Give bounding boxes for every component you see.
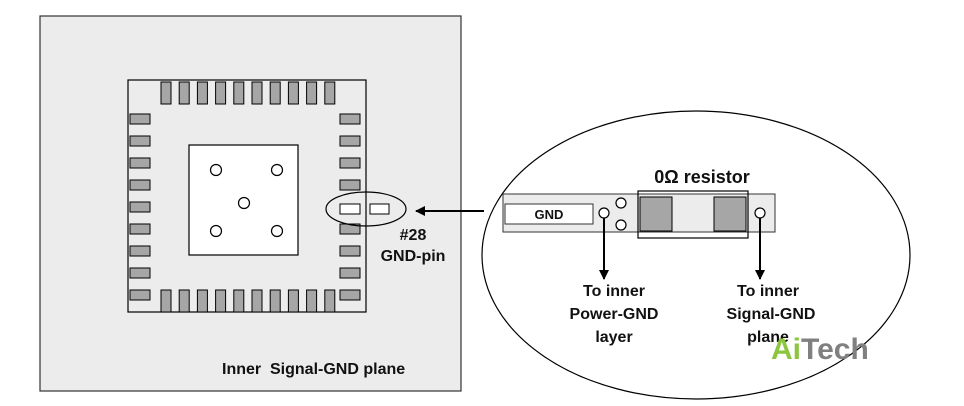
- chip-pin: [160, 289, 172, 313]
- chip-pin: [251, 289, 263, 313]
- chip-pin: [339, 179, 361, 191]
- pin-number-label: #28: [400, 227, 427, 244]
- resistor-pad-left: [639, 196, 673, 232]
- pin-name-label: GND-pin: [381, 248, 446, 265]
- chip-pin: [287, 81, 299, 105]
- plane-label: Inner Signal-GND plane: [222, 361, 405, 378]
- chip-pin: [339, 113, 361, 125]
- chip-pin: [251, 81, 263, 105]
- chip-pin: [129, 245, 151, 257]
- power-gnd-dest-line-1: To inner: [583, 283, 645, 300]
- power-gnd-dest-line-3: layer: [595, 329, 632, 346]
- chip-pin: [287, 289, 299, 313]
- gnd-label: GND: [535, 207, 564, 222]
- signal-gnd-dest-line-1: To inner: [737, 283, 799, 300]
- pad-via: [209, 224, 223, 238]
- chip-pin: [269, 81, 281, 105]
- chip-pin: [339, 157, 361, 169]
- chip-package-outline: [127, 79, 367, 313]
- chip-pin: [324, 81, 336, 105]
- chip-pin: [339, 203, 361, 215]
- chip-pin: [233, 289, 245, 313]
- via-signal-gnd: [754, 207, 766, 219]
- chip-pin: [339, 245, 361, 257]
- watermark-tech: Tech: [801, 333, 869, 366]
- pad-via: [270, 224, 284, 238]
- chip-pin: [129, 179, 151, 191]
- chip-pin: [269, 289, 281, 313]
- chip-pin: [306, 81, 318, 105]
- chip-pin: [129, 157, 151, 169]
- chip-pin: [129, 289, 151, 301]
- chip-pin: [339, 223, 361, 235]
- chip-pin: [324, 289, 336, 313]
- resistor-label: 0Ω resistor: [654, 167, 749, 187]
- signal-gnd-dest-line-2: Signal-GND: [727, 306, 816, 323]
- chip-pins-bottom: [160, 289, 336, 313]
- gnd-pin-highlight-ellipse: [325, 191, 407, 227]
- chip-pin: [215, 289, 227, 313]
- chip-pin: [129, 223, 151, 235]
- chip-pin: [129, 267, 151, 279]
- watermark-ai: Ai: [771, 333, 801, 366]
- chip-pin: [129, 113, 151, 125]
- chip-pin: [339, 267, 361, 279]
- resistor-pad-right: [713, 196, 747, 232]
- chip-pin: [339, 135, 361, 147]
- gnd-label-box: [504, 203, 594, 225]
- chip-pin: [233, 81, 245, 105]
- chip-pin: [215, 81, 227, 105]
- chip-pin: [196, 289, 208, 313]
- chip-pins-top: [160, 81, 336, 105]
- via-strip-upper: [615, 197, 627, 209]
- signal-gnd-dest-line-3: plane: [747, 329, 789, 346]
- pad-via: [270, 163, 284, 177]
- chip-pin: [129, 201, 151, 213]
- detail-zoom-ellipse: [481, 110, 911, 400]
- gnd-pin-28-rect: [369, 203, 390, 215]
- chip-pin: [339, 289, 361, 301]
- chip-pin: [178, 289, 190, 313]
- chip-pins-left: [129, 113, 151, 301]
- watermark-logo: AiTech: [771, 333, 869, 366]
- chip-pin: [196, 81, 208, 105]
- via-strip-lower: [615, 219, 627, 231]
- chip-pins-right: [339, 113, 361, 301]
- chip-pin: [129, 135, 151, 147]
- via-power-gnd: [598, 207, 610, 219]
- pad-via: [237, 196, 251, 210]
- pad-vias: [209, 163, 284, 238]
- chip-pin: [160, 81, 172, 105]
- power-gnd-dest-line-2: Power-GND: [570, 306, 659, 323]
- chip-pin: [306, 289, 318, 313]
- zero-ohm-resistor-body: [637, 190, 749, 239]
- chip-pin: [178, 81, 190, 105]
- pad-via: [209, 163, 223, 177]
